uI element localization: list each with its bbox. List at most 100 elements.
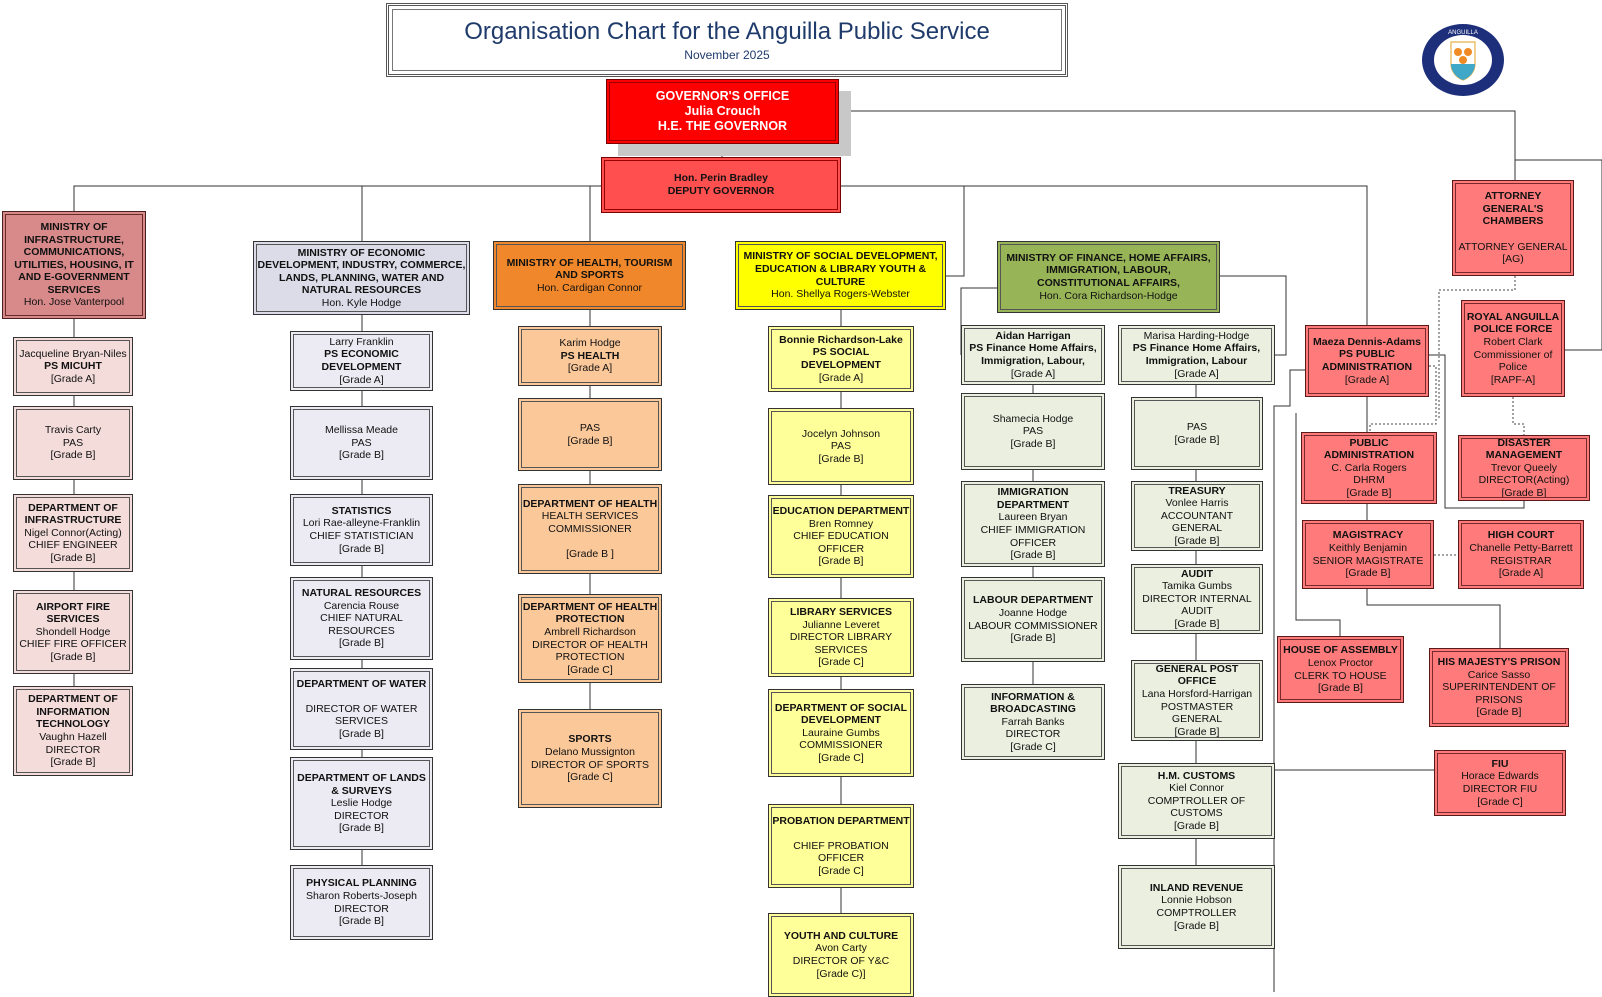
node-title: EDUCATION DEPARTMENT xyxy=(772,505,910,518)
node-line: Marisa Harding-Hodge xyxy=(1143,329,1250,342)
node-line: CHIEF ENGINEER xyxy=(28,539,118,552)
node-title: GENERAL POST OFFICE xyxy=(1155,662,1239,688)
node-line: [Grade A] xyxy=(50,372,96,385)
node-title: Aidan Harrigan xyxy=(995,329,1071,342)
node-line: DEPUTY GOVERNOR xyxy=(667,185,775,197)
node-line: Hon. Cardigan Connor xyxy=(536,281,643,294)
node-title: DEPARTMENT OF LANDS & SURVEYS xyxy=(297,772,426,797)
node-line: Sharon Roberts-Joseph xyxy=(306,889,417,902)
node-line: CHIEF EDUCATION OFFICER xyxy=(793,530,889,555)
connector-line xyxy=(1220,275,1287,356)
node-title: PHYSICAL PLANNING xyxy=(306,877,417,890)
chart-title: Organisation Chart for the Anguilla Publ… xyxy=(464,18,990,45)
node-line: Lenox Proctor xyxy=(1307,656,1374,669)
node-line: Delano Mussignton xyxy=(545,745,635,758)
node-line: CHIEF NATURAL RESOURCES xyxy=(320,612,403,637)
node-line: SUPERINTENDENT OF PRISONS xyxy=(1442,681,1556,706)
node-ministry-infrastructure: MINISTRY OF INFRASTRUCTURE, COMMUNICATIO… xyxy=(2,211,146,319)
node-line: PAS xyxy=(1022,425,1044,438)
node-line: PS PUBLIC ADMINISTRATION xyxy=(1321,348,1413,373)
node-title: PUBLIC ADMINISTRATION xyxy=(1323,436,1415,462)
node-line: PAS xyxy=(351,436,372,449)
node-line: PS SOCIAL DEVELOPMENT xyxy=(801,346,881,371)
connector-line xyxy=(841,185,1368,325)
node-line: [AG) xyxy=(1502,253,1524,266)
chart-title-banner: Organisation Chart for the Anguilla Publ… xyxy=(386,3,1068,77)
node-title: DEPARTMENT OF SOCIAL DEVELOPMENT xyxy=(774,701,908,727)
node-title: GOVERNOR'S OFFICE xyxy=(655,89,790,103)
node-line: [Grade C] xyxy=(818,864,864,877)
node-line: Hon. Jose Vanterpool xyxy=(23,296,125,309)
node-line: DIRECTOR xyxy=(334,809,389,822)
node-line: DHRM xyxy=(1353,474,1385,487)
node-line: ATTORNEY GENERAL xyxy=(1458,240,1568,253)
node-title: Bonnie Richardson-Lake xyxy=(779,333,903,346)
node-line: Farrah Banks xyxy=(1001,715,1065,728)
node-ministry-economic: MINISTRY OF ECONOMIC DEVELOPMENT, INDUST… xyxy=(253,241,470,315)
connector-line xyxy=(589,185,601,241)
node-title: AIRPORT FIRE SERVICES xyxy=(35,600,111,626)
node-title: TREASURY xyxy=(1168,484,1226,497)
node-line: [Grade B] xyxy=(339,542,384,555)
node-line: LABOUR COMMISSIONER xyxy=(968,619,1098,632)
node-title: ATTORNEY GENERAL'S CHAMBERS xyxy=(1482,190,1544,228)
node-line: [Grade B] xyxy=(1174,534,1220,547)
node-line: [Grade B] xyxy=(1174,617,1220,630)
node-line: Horace Edwards xyxy=(1461,770,1539,783)
node-title: MINISTRY OF HEALTH, TOURISM AND SPORTS xyxy=(506,256,673,282)
node-title: YOUTH AND CULTURE xyxy=(783,929,899,942)
node-title: DEPARTMENT OF INFRASTRUCTURE xyxy=(24,501,122,527)
node-line: Commissioner of Police xyxy=(1473,348,1553,374)
node-line: Lonnie Hobson xyxy=(1161,894,1232,907)
node-line: [Grade C] xyxy=(818,751,864,764)
node-title: FIU xyxy=(1491,757,1509,770)
dotted-connector xyxy=(1438,276,1516,420)
node-line: CHIEF PROBATION OFFICER xyxy=(793,839,889,865)
node-attorney-general: ATTORNEY GENERAL'S CHAMBERS ATTORNEY GEN… xyxy=(1452,180,1574,276)
node-title: IMMIGRATION DEPARTMENT xyxy=(996,486,1070,511)
node-title: HIS MAJESTY'S PRISON xyxy=(1437,656,1561,669)
node-line: Vaughn Hazell xyxy=(39,731,107,743)
node-line: Laureen Bryan xyxy=(998,511,1068,524)
node-line: DIRECTOR INTERNAL AUDIT xyxy=(1142,592,1252,618)
node-line: Jacqueline Bryan-Niles xyxy=(19,347,127,360)
node-line: [Grade B] xyxy=(1318,682,1363,695)
node-line: Hon. Kyle Hodge xyxy=(321,296,402,309)
node-line: [Grade B] xyxy=(1476,706,1522,719)
node-line: [Grade B] xyxy=(1010,437,1056,450)
node-line: PS HEALTH xyxy=(560,349,620,362)
node-line: DIRECTOR OF SPORTS xyxy=(530,758,650,771)
node-line: Larry Franklin xyxy=(329,335,394,348)
node-line: [Grade B] xyxy=(1010,632,1056,645)
node-title: INFORMATION & BROADCASTING xyxy=(990,690,1076,716)
node-line: [Grade A] xyxy=(1174,367,1219,380)
node-line: [Grade B] xyxy=(1346,486,1392,499)
node-ministry-social: MINISTRY OF SOCIAL DEVELOPMENT, EDUCATIO… xyxy=(735,241,946,310)
node-line: Lana Horsford-Harrigan xyxy=(1141,687,1253,700)
node-line: [RAPF-A] xyxy=(1490,373,1536,386)
node-line: [Grade B] xyxy=(1345,567,1391,580)
node-line: CHIEF STATISTICIAN xyxy=(309,530,414,542)
